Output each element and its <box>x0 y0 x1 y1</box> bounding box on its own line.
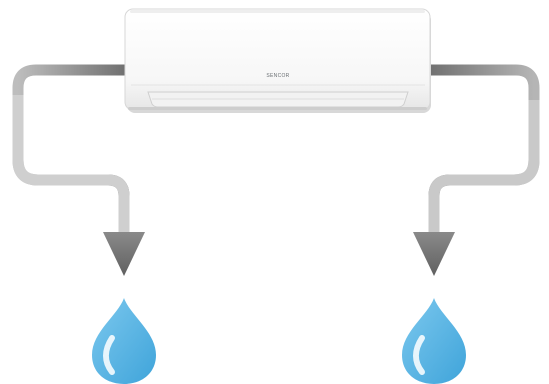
left-water-drop-icon <box>92 298 156 384</box>
brand-label: SENCOR <box>266 73 289 79</box>
air-conditioner-unit: SENCOR <box>125 9 431 113</box>
right-arrow-head <box>413 232 455 276</box>
right-drain-pipe <box>413 70 534 276</box>
left-arrow-head <box>103 232 145 276</box>
right-water-drop-icon <box>402 298 466 384</box>
